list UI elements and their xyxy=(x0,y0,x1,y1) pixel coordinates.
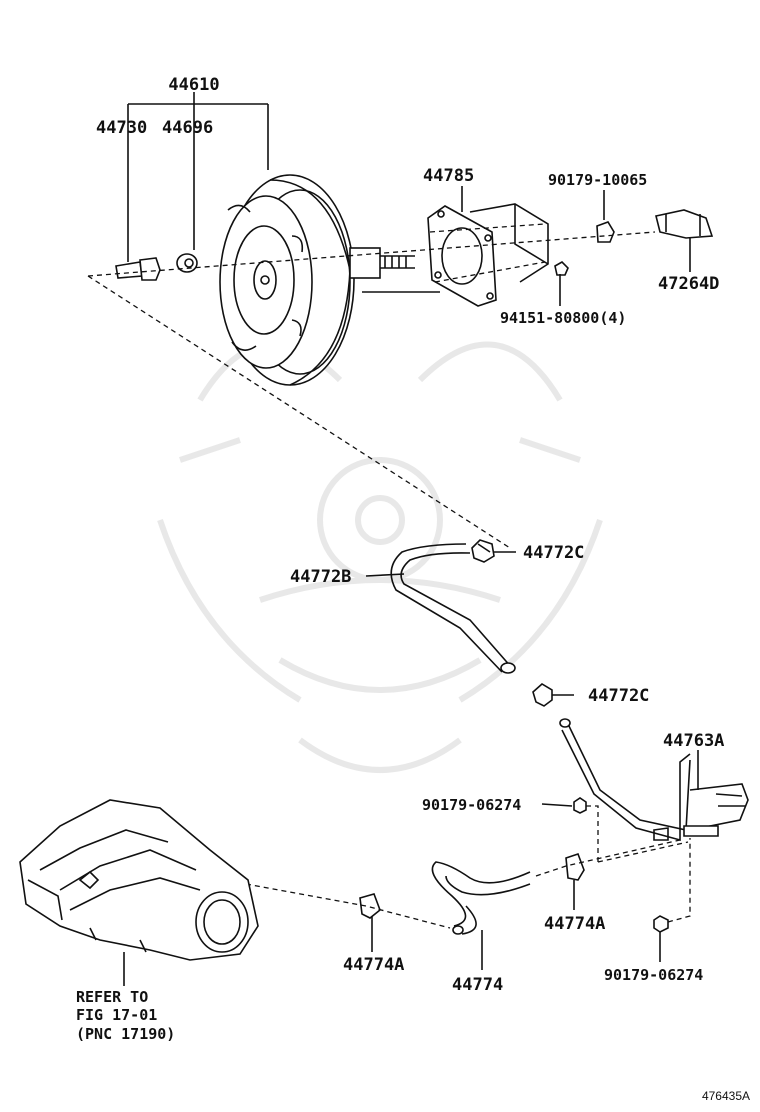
middle-clamp xyxy=(532,683,553,707)
assembly-axis xyxy=(87,231,656,277)
reference-note-line2: FIG 17-01 xyxy=(76,1006,157,1024)
brake-booster xyxy=(219,174,355,386)
gasket-guide xyxy=(429,223,546,283)
label-90179-10065: 90179-10065 xyxy=(548,171,647,189)
leader-lines xyxy=(127,92,699,970)
nut-lower xyxy=(653,915,669,933)
nut-guide-lower xyxy=(667,838,691,923)
label-90179-06274-lower: 90179-06274 xyxy=(604,966,703,984)
reference-note-line3: (PNC 17190) xyxy=(76,1025,175,1043)
flange-nut xyxy=(596,221,615,243)
reference-note-line1: REFER TO xyxy=(76,988,148,1006)
label-44774A-right: 44774A xyxy=(544,914,605,934)
pipe-guide xyxy=(597,841,689,863)
vacuum-pipe xyxy=(559,718,749,842)
label-44772C-upper: 44772C xyxy=(523,543,584,563)
label-44696: 44696 xyxy=(162,118,213,138)
figure-id: 476435A xyxy=(702,1089,750,1103)
nut-upper xyxy=(573,797,587,814)
label-94151-80800: 94151-80800(4) xyxy=(500,309,626,327)
check-valve xyxy=(115,257,161,281)
label-44610: 44610 xyxy=(168,75,219,95)
label-44772B: 44772B xyxy=(290,567,351,587)
upper-hose xyxy=(390,543,516,674)
right-clamp-guide xyxy=(535,839,681,877)
clevis xyxy=(655,209,714,239)
lower-hose xyxy=(431,861,531,935)
grommet xyxy=(176,253,198,273)
label-90179-06274-upper: 90179-06274 xyxy=(422,796,521,814)
nut-guide-upper xyxy=(586,805,599,862)
label-44774: 44774 xyxy=(452,975,503,995)
label-44785: 44785 xyxy=(423,166,474,186)
check-valve-guide xyxy=(87,275,511,549)
small-nut xyxy=(554,261,569,276)
label-44730: 44730 xyxy=(96,118,147,138)
label-44774A-left: 44774A xyxy=(343,955,404,975)
intake-manifold xyxy=(19,799,259,961)
watermark-emblem xyxy=(157,341,603,773)
label-47264D: 47264D xyxy=(658,274,719,294)
right-clamp xyxy=(565,852,585,881)
upper-clamp xyxy=(471,539,495,563)
left-clamp xyxy=(359,893,381,919)
label-44763A: 44763A xyxy=(663,731,724,751)
gasket-plate xyxy=(427,203,549,307)
label-44772C-mid: 44772C xyxy=(588,686,649,706)
lower-hose-guide xyxy=(245,883,451,929)
push-rod xyxy=(349,247,440,293)
